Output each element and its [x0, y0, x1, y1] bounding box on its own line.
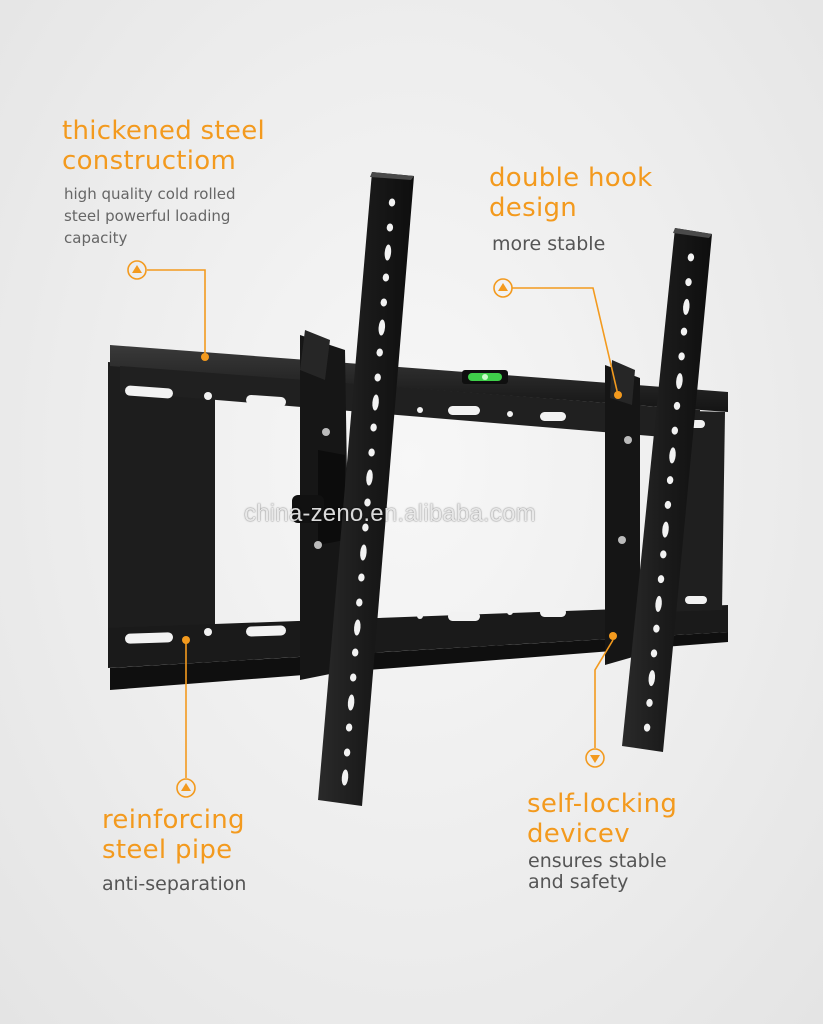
- arm-hole: [680, 327, 688, 336]
- arm-hole: [370, 423, 377, 432]
- left-vertical-arm: [318, 172, 414, 806]
- arm-hole: [650, 649, 658, 658]
- arm-hole: [364, 498, 371, 507]
- arm-hole: [360, 544, 367, 561]
- thickened-steel-description: high quality cold rolled steel powerful …: [64, 183, 236, 249]
- arm-hole: [354, 619, 361, 636]
- circle-up-arrow-icon: [493, 278, 513, 298]
- arm-hole: [685, 278, 692, 287]
- arm-hole: [646, 698, 653, 707]
- arm-hole: [341, 769, 349, 786]
- arm-hole: [372, 394, 379, 411]
- title-line: reinforcing: [102, 805, 245, 835]
- description-line: anti-separation: [102, 873, 247, 895]
- circle-up-arrow-icon: [176, 778, 196, 798]
- arm-hole: [671, 426, 679, 435]
- arm-hole: [655, 595, 662, 612]
- description-line: and safety: [528, 871, 629, 893]
- arm-hole: [648, 670, 656, 687]
- leader-lines: [147, 269, 619, 778]
- thickened-steel-title: thickened steel constructiom: [62, 116, 265, 176]
- arm-hole: [349, 673, 357, 682]
- self-locking-description: ensures stable and safety: [528, 851, 667, 893]
- arm-hole: [643, 723, 651, 732]
- circle-down-arrow-icon: [585, 748, 605, 768]
- arm-hole: [356, 598, 363, 607]
- description-line: ensures stable: [528, 850, 667, 872]
- arm-hole: [351, 648, 359, 657]
- arm-hole: [366, 469, 373, 486]
- arm-hole: [687, 253, 695, 262]
- title-line: design: [489, 193, 578, 223]
- reinforcing-pipe-title: reinforcing steel pipe: [102, 805, 245, 865]
- title-line: thickened steel: [62, 116, 266, 146]
- right-arm-holes: [643, 253, 695, 732]
- arm-hole: [388, 198, 396, 207]
- arm-hole: [662, 521, 669, 538]
- arm-hole: [378, 319, 386, 336]
- arm-hole: [678, 352, 685, 361]
- title-line: self-locking: [527, 789, 678, 819]
- self-locking-title: self-locking devicev: [527, 789, 677, 849]
- arm-hole: [669, 447, 676, 464]
- title-line: constructiom: [62, 146, 237, 176]
- circle-up-arrow-icon: [127, 260, 147, 280]
- arm-hole: [660, 550, 667, 559]
- right-hook-bracket: [605, 360, 640, 665]
- arm-hole: [664, 500, 672, 509]
- arm-hole: [345, 723, 353, 732]
- title-line: double hook: [489, 163, 653, 193]
- description-line: more stable: [492, 233, 606, 255]
- leader-dots: [182, 353, 622, 644]
- arm-hole: [386, 223, 394, 232]
- arm-hole: [343, 748, 351, 757]
- arm-hole: [347, 694, 355, 711]
- arm-hole: [358, 573, 365, 582]
- arm-hole: [380, 298, 388, 307]
- wall-plate: [108, 345, 728, 690]
- watermark: china-zeno.en.alibaba.com: [244, 500, 536, 527]
- arm-hole: [362, 523, 369, 532]
- double-hook-title: double hook design: [489, 163, 653, 223]
- arm-hole: [376, 348, 383, 357]
- arm-hole: [374, 373, 381, 382]
- reinforcing-pipe-description: anti-separation: [102, 874, 246, 895]
- arm-hole: [673, 401, 681, 410]
- right-vertical-arm: [622, 228, 712, 752]
- description-line: steel powerful loading: [64, 207, 231, 225]
- arm-hole: [368, 448, 375, 457]
- description-line: capacity: [64, 229, 128, 247]
- left-arm-holes: [341, 198, 396, 786]
- arm-hole: [683, 298, 690, 315]
- arm-hole: [657, 575, 665, 584]
- description-line: high quality cold rolled: [64, 185, 236, 203]
- double-hook-description: more stable: [492, 234, 605, 255]
- arm-hole: [653, 624, 660, 633]
- arm-hole: [666, 476, 674, 485]
- title-line: steel pipe: [102, 835, 233, 865]
- title-line: devicev: [527, 819, 630, 849]
- arm-hole: [676, 373, 683, 390]
- arm-hole: [384, 244, 392, 261]
- arm-hole: [382, 273, 390, 282]
- bubble-level-icon: [462, 370, 508, 384]
